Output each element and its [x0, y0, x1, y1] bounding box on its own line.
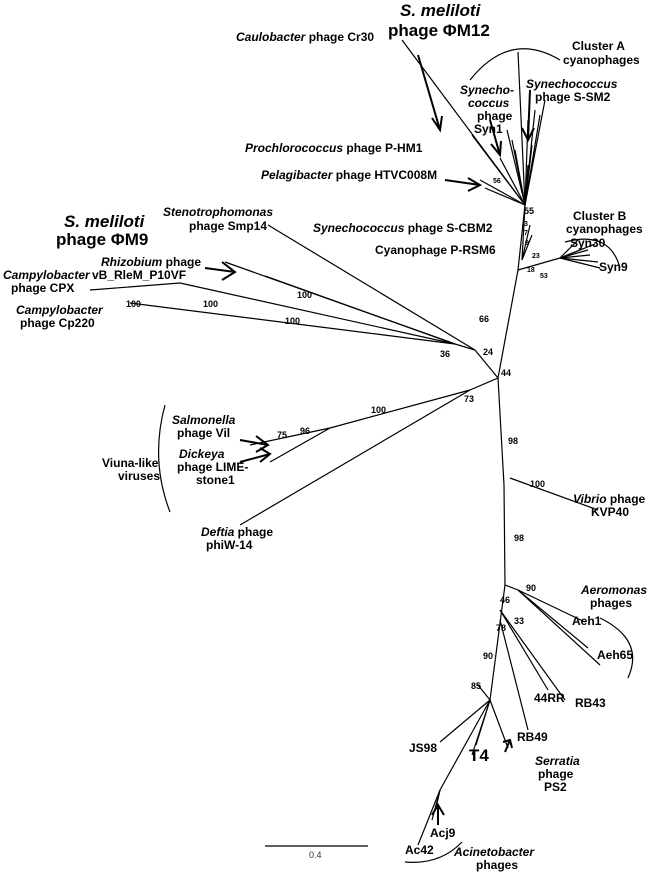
bootstrap-value: 98	[508, 436, 518, 446]
label-lime-genus: Dickeya	[179, 447, 225, 461]
label-acinetobacter-2: phages	[476, 858, 518, 872]
label-phm1: Prochlorococcus phage P-HM1	[245, 141, 423, 155]
label-rhizobium-2: vB_RleM_P10VF	[92, 268, 186, 282]
bootstrap-value: 73	[464, 394, 474, 404]
tree-branches	[89, 39, 601, 846]
label-syn1-2: coccus	[468, 96, 510, 110]
label-prsm6: Cyanophage P-RSM6	[375, 243, 496, 257]
label-cluster-b: Cluster B	[573, 209, 627, 223]
label-vil-genus: Salmonella	[172, 413, 236, 427]
bootstrap-value: 75	[277, 430, 287, 440]
label-syn9: Syn9	[599, 260, 628, 274]
bootstrap-value: 44	[501, 368, 511, 378]
label-syn1-4: Syn1	[474, 122, 503, 136]
label-lime-2: stone1	[196, 473, 235, 487]
bootstrap-values: 55 3 7 9 56 23 18 53 100 100 100 100 36 …	[126, 178, 548, 691]
bootstrap-value: 36	[440, 349, 450, 359]
label-serratia-2: phage	[538, 767, 574, 781]
bootstrap-value: 100	[203, 299, 218, 309]
label-scbm2: Synechococcus phage S-CBM2	[313, 221, 493, 235]
label-t4: T4	[469, 746, 489, 765]
bootstrap-value: 9	[525, 240, 529, 247]
bootstrap-value: 98	[514, 533, 524, 543]
label-aeromonas-2: phages	[590, 596, 632, 610]
bootstrap-value: 33	[514, 616, 524, 626]
label-sm12: S. meliloti	[400, 1, 482, 20]
label-vibrio-2: KVP40	[591, 505, 629, 519]
label-ssm2-genus: Synechococcus	[526, 77, 618, 91]
bootstrap-value: 18	[527, 267, 535, 274]
label-serratia-3: PS2	[544, 780, 567, 794]
label-acj9: Acj9	[430, 826, 456, 840]
cluster-brackets	[157, 48, 634, 863]
bootstrap-value: 55	[524, 206, 534, 216]
bootstrap-value: 66	[479, 314, 489, 324]
bootstrap-value: 90	[483, 651, 493, 661]
label-js98: JS98	[409, 741, 437, 755]
label-sm9: S. meliloti	[64, 212, 146, 231]
bootstrap-value: 96	[300, 426, 310, 436]
label-aeromonas: Aeromonas	[580, 583, 647, 597]
label-cpx-genus: Campylobacter	[3, 268, 91, 282]
label-rb49: RB49	[517, 730, 548, 744]
label-rhizobium: Rhizobium phage	[101, 255, 201, 269]
label-cluster-a-2: cyanophages	[563, 53, 640, 67]
label-cluster-b-2: cyanophages	[566, 222, 643, 236]
bootstrap-value: 46	[500, 595, 510, 605]
bootstrap-value: 78	[496, 623, 506, 633]
label-rb43: RB43	[575, 696, 606, 710]
annotation-arrows	[204, 54, 535, 825]
label-syn1-3: phage	[477, 109, 513, 123]
label-cluster-a: Cluster A	[572, 39, 625, 53]
bootstrap-value: 85	[471, 681, 481, 691]
label-ac42: Ac42	[405, 843, 434, 857]
label-cp220-genus: Campylobacter	[16, 303, 104, 317]
scale-bar-label: 0.4	[309, 850, 322, 860]
label-deftia: Deftia phage	[201, 525, 273, 539]
bootstrap-value: 23	[532, 253, 540, 260]
label-cp220: phage Cp220	[20, 316, 95, 330]
label-vil: phage Vil	[177, 426, 230, 440]
label-cpx: phage CPX	[11, 281, 74, 295]
label-cr30: Caulobacter phage Cr30	[236, 30, 374, 44]
label-ssm2: phage S-SM2	[535, 90, 611, 104]
label-lime: phage LIME-	[177, 460, 248, 474]
label-aeh1: Aeh1	[572, 614, 602, 628]
bootstrap-value: 90	[526, 583, 536, 593]
label-smp14-genus: Stenotrophomonas	[163, 205, 273, 219]
label-serratia: Serratia	[535, 754, 580, 768]
bootstrap-value: 100	[530, 479, 545, 489]
bootstrap-value: 100	[285, 316, 300, 326]
label-44rr: 44RR	[534, 691, 565, 705]
bootstrap-value: 53	[540, 273, 548, 280]
label-aeh65: Aeh65	[597, 648, 633, 662]
label-viuna-2: viruses	[118, 469, 160, 483]
bootstrap-value: 7	[524, 230, 528, 237]
label-sm12-phage: phage ΦM12	[388, 21, 490, 40]
label-acinetobacter: Acinetobacter	[453, 845, 535, 859]
label-deftia-2: phiW-14	[206, 538, 253, 552]
label-vibrio: Vibrio phage	[573, 492, 646, 506]
bootstrap-value: 24	[483, 347, 493, 357]
bootstrap-value: 100	[371, 405, 386, 415]
taxon-labels: S. meliloti phage ΦM12 Caulobacter phage…	[3, 1, 647, 872]
bootstrap-value: 100	[126, 299, 141, 309]
scale-bar: 0.4	[265, 845, 368, 860]
label-viuna: Viuna-like	[102, 456, 159, 470]
bootstrap-value: 56	[493, 178, 501, 185]
bootstrap-value: 100	[297, 290, 312, 300]
label-syn1-1: Synecho-	[460, 83, 514, 97]
label-htvc: Pelagibacter phage HTVC008M	[261, 168, 437, 182]
bootstrap-value: 3	[524, 221, 528, 228]
label-syn30: Syn30	[570, 236, 606, 250]
label-sm9-phage: phage ΦM9	[56, 230, 148, 249]
label-smp14: phage Smp14	[189, 219, 267, 233]
